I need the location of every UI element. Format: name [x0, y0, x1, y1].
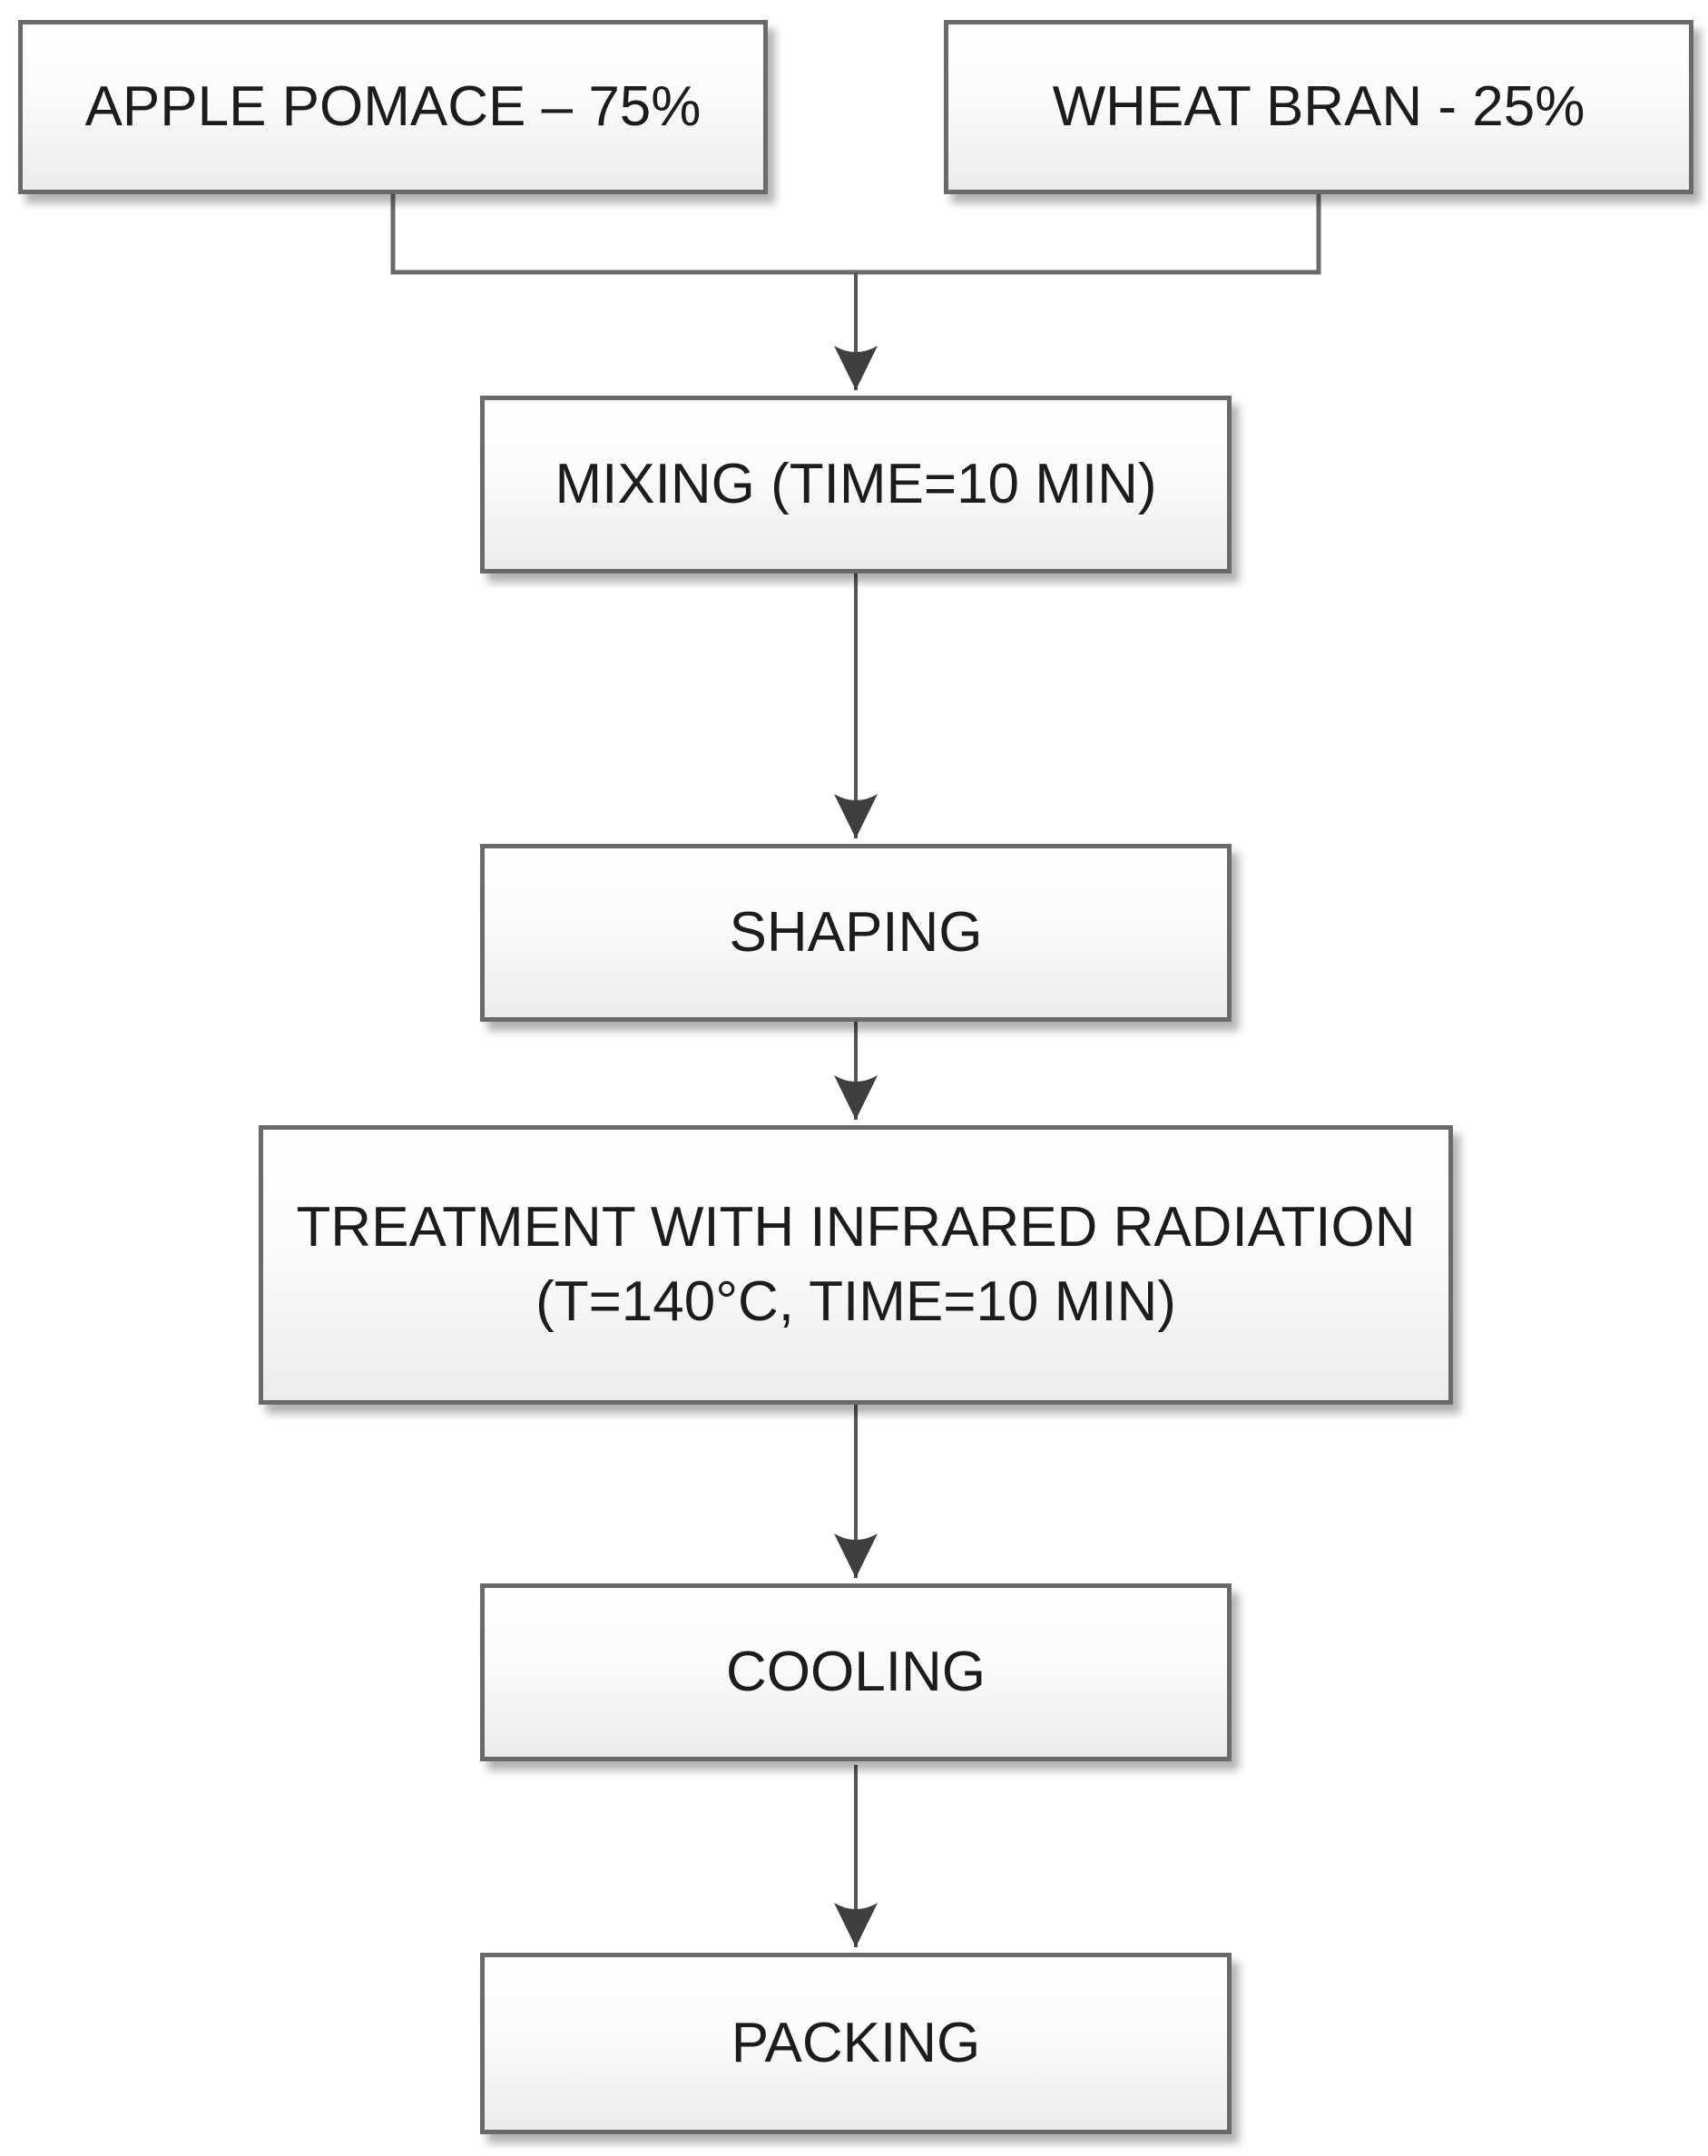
node-treatment-infrared: TREATMENT WITH INFRARED RADIATION (T=140…	[259, 1125, 1453, 1405]
node-treatment-infrared-label: TREATMENT WITH INFRARED RADIATION (T=140…	[296, 1196, 1416, 1333]
node-apple-pomace-label: APPLE POMACE – 75%	[84, 75, 702, 139]
node-apple-pomace: APPLE POMACE – 75%	[18, 20, 768, 194]
merge-junction-line	[390, 192, 1321, 275]
node-cooling: COOLING	[480, 1583, 1232, 1761]
node-shaping-label: SHAPING	[729, 901, 983, 965]
node-shaping: SHAPING	[480, 844, 1232, 1022]
node-wheat-bran-label: WHEAT BRAN - 25%	[1052, 75, 1585, 139]
node-packing-label: PACKING	[731, 2012, 981, 2075]
node-mixing: MIXING (TIME=10 MIN)	[480, 396, 1232, 573]
node-cooling-label: COOLING	[726, 1641, 986, 1704]
node-wheat-bran: WHEAT BRAN - 25%	[944, 20, 1693, 194]
node-mixing-label: MIXING (TIME=10 MIN)	[555, 453, 1157, 516]
node-packing: PACKING	[480, 1953, 1232, 2134]
